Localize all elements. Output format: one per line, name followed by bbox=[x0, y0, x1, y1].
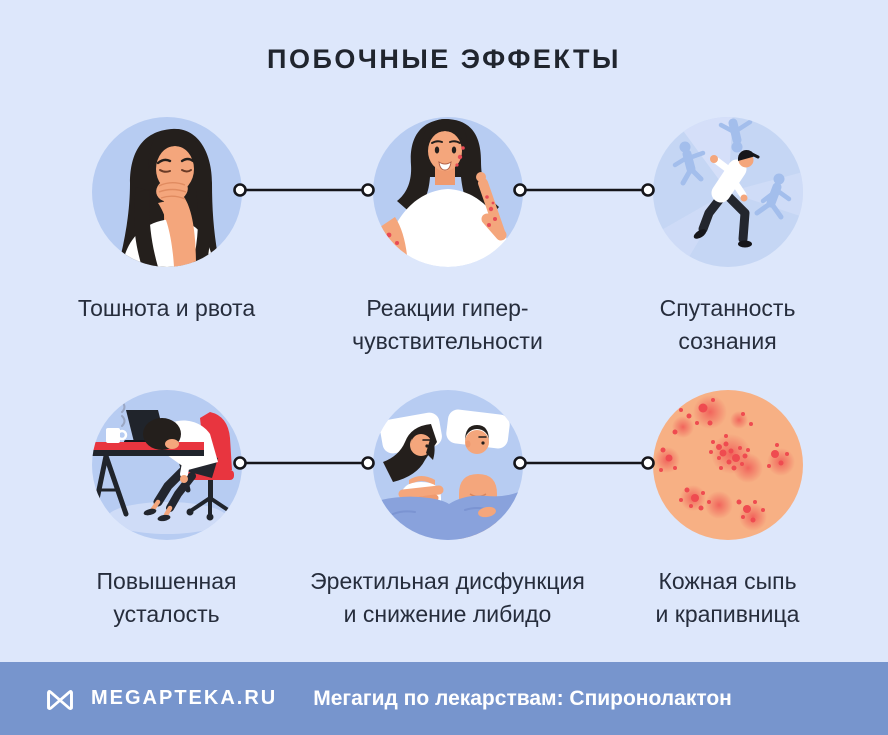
footer-tagline: Мегагид по лекарствам: Спиронолактон bbox=[313, 686, 732, 710]
footer-brand: MEGAPTEKA.RU bbox=[91, 687, 278, 709]
card-label: Реакции гипер- чувствительности bbox=[352, 295, 543, 354]
megapteka-logo-icon bbox=[47, 689, 73, 710]
connector-line bbox=[513, 456, 655, 470]
footer-bar: MEGAPTEKA.RU Мегагид по лекарствам: Спир… bbox=[0, 662, 888, 735]
card-nausea: Тошнота и рвота bbox=[26, 117, 307, 325]
card-confusion: Спутанность сознания bbox=[587, 117, 868, 358]
card-fatigue: Повышенная усталость bbox=[26, 390, 307, 631]
card-hypersensitivity: Реакции гипер- чувствительности bbox=[307, 117, 588, 358]
card-rash: Кожная сыпь и крапивница bbox=[587, 390, 868, 631]
page-title: ПОБОЧНЫЕ ЭФФЕКТЫ bbox=[267, 44, 621, 74]
illustration-woman-tired-at-desk bbox=[91, 390, 242, 540]
illustration-skin-rash-closeup bbox=[652, 390, 803, 540]
connector-line bbox=[513, 183, 655, 197]
illustration-couple-in-bed bbox=[372, 390, 523, 540]
connector-line bbox=[233, 456, 375, 470]
card-label: Эректильная дисфункция и снижение либидо bbox=[310, 568, 585, 627]
illustration-man-confused-running bbox=[652, 117, 803, 267]
card-label: Тошнота и рвота bbox=[77, 295, 256, 321]
card-label: Спутанность сознания bbox=[659, 295, 796, 354]
card-label: Повышенная усталость bbox=[96, 568, 237, 627]
connector-line bbox=[233, 183, 375, 197]
card-libido: Эректильная дисфункция и снижение либидо bbox=[307, 390, 588, 631]
card-label: Кожная сыпь и крапивница bbox=[655, 568, 800, 627]
illustration-woman-scratching-rash bbox=[372, 117, 523, 267]
illustration-woman-covering-mouth bbox=[91, 117, 242, 267]
